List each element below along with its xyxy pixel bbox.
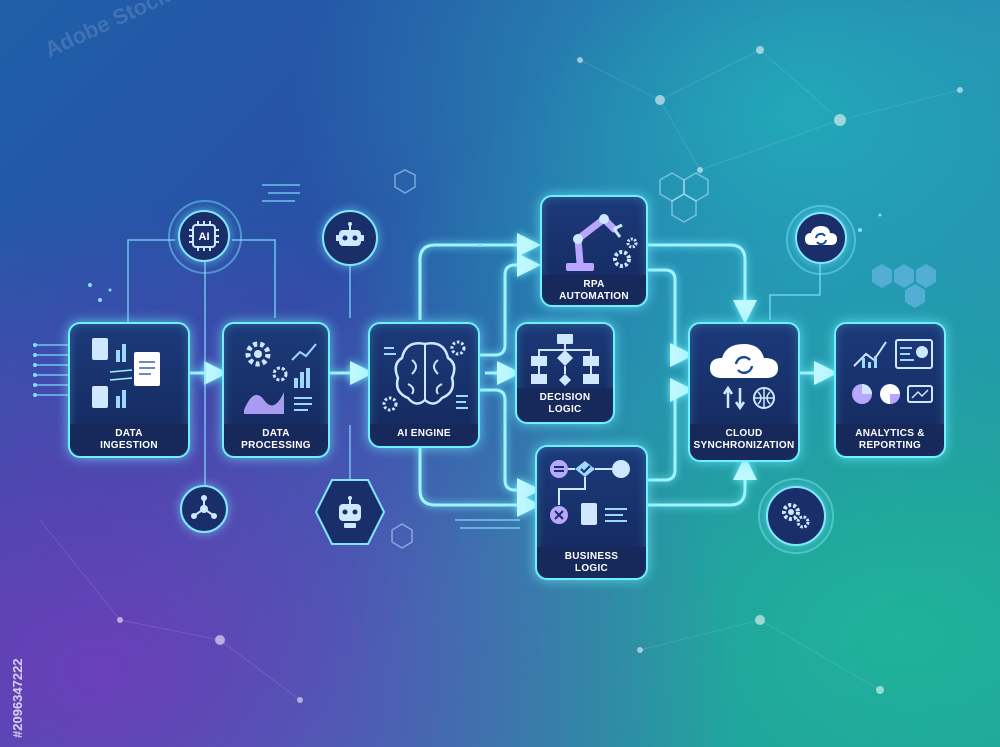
node-label: CLOUD SYNCHRONIZATION xyxy=(690,424,798,460)
robot-icon xyxy=(339,496,361,528)
robot-badge xyxy=(322,210,378,266)
ai-chip-badge: AI xyxy=(178,210,230,262)
globe-icon xyxy=(753,387,775,409)
robot-hex-badge xyxy=(314,479,386,545)
ai-chip-ring xyxy=(168,200,242,274)
network-icon xyxy=(191,495,217,519)
gear-icon xyxy=(244,341,317,414)
flowchart-icon xyxy=(550,460,630,525)
node-label: AI ENGINE xyxy=(370,424,478,446)
cloud-icon xyxy=(805,226,837,246)
arrow-business-to-cloud xyxy=(648,456,757,507)
line-chart-icon xyxy=(853,341,887,367)
arrow-rpa-to-cloud xyxy=(648,243,757,324)
gears-badge-ring xyxy=(758,478,834,554)
cloud-sync-icon xyxy=(710,344,778,411)
cloud-badge-ring xyxy=(786,205,856,275)
node-label: BUSINESS LOGIC xyxy=(537,547,646,578)
ai-chip-icon: AI xyxy=(189,221,219,251)
cloud-badge xyxy=(795,212,847,264)
gear-icon xyxy=(782,503,810,529)
arrow-ai-to-rpa xyxy=(418,233,541,320)
bar-chart-icon xyxy=(116,344,126,408)
node-label: ANALYTICS & REPORTING xyxy=(836,424,944,456)
node-label: DECISION LOGIC xyxy=(517,388,613,422)
node-analytics-reporting[interactable]: ANALYTICS & REPORTING xyxy=(834,322,946,458)
node-label: DATA PROCESSING xyxy=(224,424,328,456)
node-data-processing[interactable]: DATA PROCESSING xyxy=(222,322,330,458)
node-cloud-synchronization[interactable]: CLOUD SYNCHRONIZATION xyxy=(688,322,800,462)
node-label: RPA AUTOMATION xyxy=(542,275,646,305)
watermark-id: #2096347222 xyxy=(10,658,25,738)
network-badge xyxy=(180,485,228,533)
node-rpa-automation[interactable]: RPA AUTOMATION xyxy=(540,195,648,307)
pie-chart-icon xyxy=(852,339,933,404)
brain-icon xyxy=(382,340,468,412)
ai-chip-label: AI xyxy=(199,231,210,243)
flowchart-icon xyxy=(531,334,599,386)
node-data-ingestion[interactable]: DATA INGESTION xyxy=(68,322,190,458)
robot-icon xyxy=(336,222,364,246)
gears-badge xyxy=(766,486,826,546)
node-ai-engine[interactable]: AI ENGINE xyxy=(368,322,480,448)
node-business-logic[interactable]: BUSINESS LOGIC xyxy=(535,445,648,580)
document-icon xyxy=(92,338,160,408)
robot-arm-icon xyxy=(566,214,638,271)
arrow-ai-to-business xyxy=(418,425,541,517)
line-chart-icon xyxy=(291,343,317,361)
node-decision-logic[interactable]: DECISION LOGIC xyxy=(515,322,615,424)
node-label: DATA INGESTION xyxy=(70,424,188,456)
